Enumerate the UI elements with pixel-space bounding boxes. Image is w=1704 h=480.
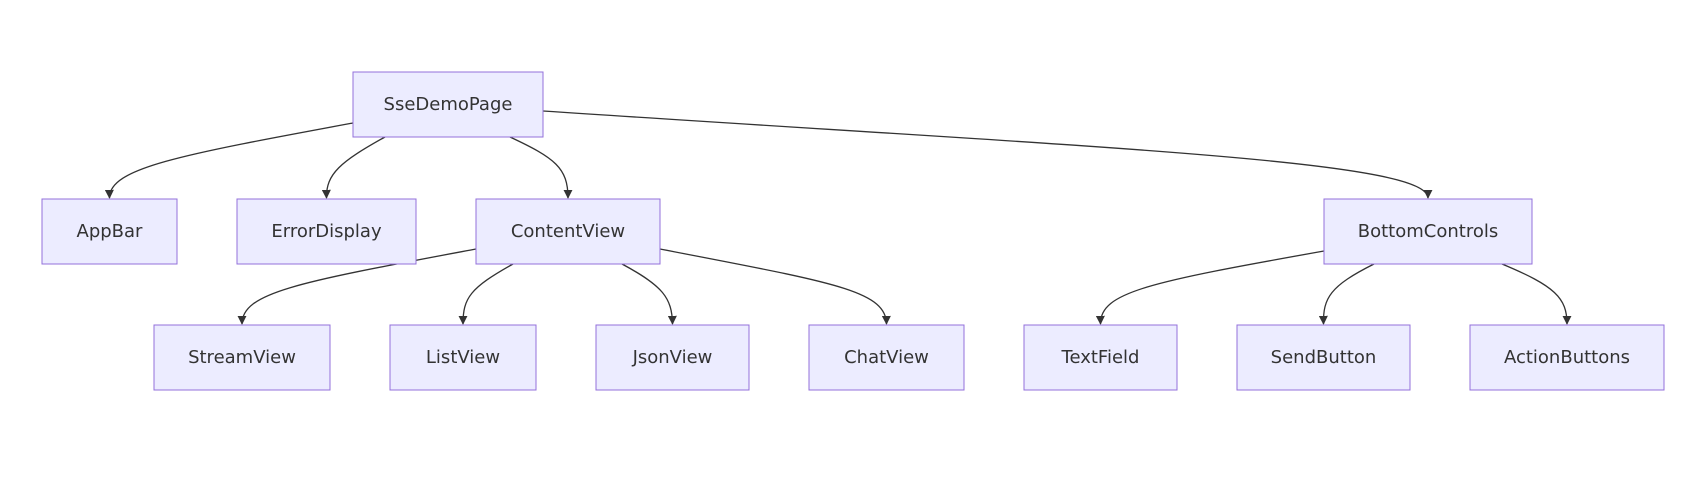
edge-line: [509, 136, 573, 199]
node-content-view: ContentView: [475, 198, 661, 265]
edge-contentview-to-listview: [458, 263, 514, 325]
node-label: BottomControls: [1358, 221, 1498, 242]
node-box: [1236, 324, 1411, 391]
edge-ssedemopage-to-contentview: [509, 136, 573, 199]
node-box: [352, 71, 544, 138]
node-error-display: ErrorDisplay: [236, 198, 417, 265]
edge-bottomcontrols-to-textfield: [1095, 250, 1325, 325]
edge-line: [1095, 250, 1325, 325]
edge-line: [1501, 263, 1572, 325]
node-box: [389, 324, 537, 391]
edge-line: [659, 248, 891, 325]
node-action-buttons: ActionButtons: [1469, 324, 1665, 391]
node-label: ActionButtons: [1504, 347, 1630, 368]
node-bottom-controls: BottomControls: [1323, 198, 1533, 265]
node-box: [153, 324, 331, 391]
edge-contentview-to-jsonview: [621, 263, 677, 325]
node-label: ErrorDisplay: [271, 221, 382, 242]
node-label: ListView: [426, 347, 500, 368]
edge-ssedemopage-to-appbar: [104, 122, 354, 199]
node-label: SendButton: [1271, 347, 1377, 368]
node-box: [41, 198, 178, 265]
node-box: [1323, 198, 1533, 265]
edge-ssedemopage-to-errordisplay: [321, 136, 386, 199]
node-label: AppBar: [77, 221, 144, 242]
node-sse-demo-page: SseDemoPage: [352, 71, 544, 138]
node-label: ChatView: [844, 347, 929, 368]
node-box: [236, 198, 417, 265]
edge-line: [542, 110, 1433, 199]
node-app-bar: AppBar: [41, 198, 178, 265]
node-chat-view: ChatView: [808, 324, 965, 391]
edge-contentview-to-chatview: [659, 248, 891, 325]
edge-line: [458, 263, 514, 325]
edge-bottomcontrols-to-actionbuttons: [1501, 263, 1572, 325]
node-box: [808, 324, 965, 391]
node-label: TextField: [1061, 347, 1140, 368]
node-label: JsonView: [632, 347, 713, 368]
edge-line: [104, 122, 354, 199]
node-box: [475, 198, 661, 265]
node-box: [1023, 324, 1178, 391]
edge-bottomcontrols-to-sendbutton: [1318, 263, 1375, 325]
node-text-field: TextField: [1023, 324, 1178, 391]
node-label: StreamView: [188, 347, 296, 368]
edge-line: [321, 136, 386, 199]
node-label: ContentView: [511, 221, 625, 242]
edge-ssedemopage-to-bottomcontrols: [542, 110, 1433, 199]
node-send-button: SendButton: [1236, 324, 1411, 391]
node-list-view: ListView: [389, 324, 537, 391]
node-json-view: JsonView: [595, 324, 750, 391]
edge-line: [1318, 263, 1375, 325]
node-stream-view: StreamView: [153, 324, 331, 391]
node-box: [1469, 324, 1665, 391]
node-box: [595, 324, 750, 391]
edge-line: [621, 263, 677, 325]
node-label: SseDemoPage: [384, 94, 513, 115]
